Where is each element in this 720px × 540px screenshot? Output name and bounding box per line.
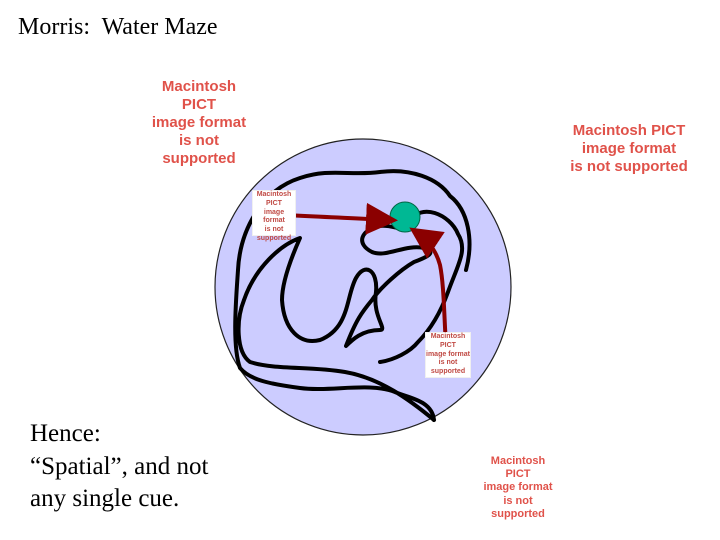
image-placeholder-bottom: Macintosh PICT image format is not suppo… — [480, 455, 556, 521]
pool-circle — [214, 138, 512, 436]
conclusion-caption: Hence: “Spatial”, and not any single cue… — [30, 418, 208, 516]
image-placeholder-start-south: Macintosh PICT image format is not suppo… — [425, 332, 471, 378]
hidden-platform — [389, 201, 421, 233]
caption-line-2: “Spatial”, and not — [30, 452, 209, 480]
direct-path-south — [409, 227, 448, 346]
caption-line-3: any single cue. — [30, 485, 180, 512]
image-placeholder-top: Macintosh PICT image format is not suppo… — [148, 78, 250, 168]
image-placeholder-start-west: Macintosh PICT image format is not suppo… — [252, 190, 296, 242]
slide-title: Morris: Water Maze — [18, 14, 218, 40]
caption-line-1: Hence: — [30, 420, 101, 447]
image-placeholder-right: Macintosh PICT image format is not suppo… — [562, 122, 696, 176]
swim-path — [233, 169, 472, 422]
